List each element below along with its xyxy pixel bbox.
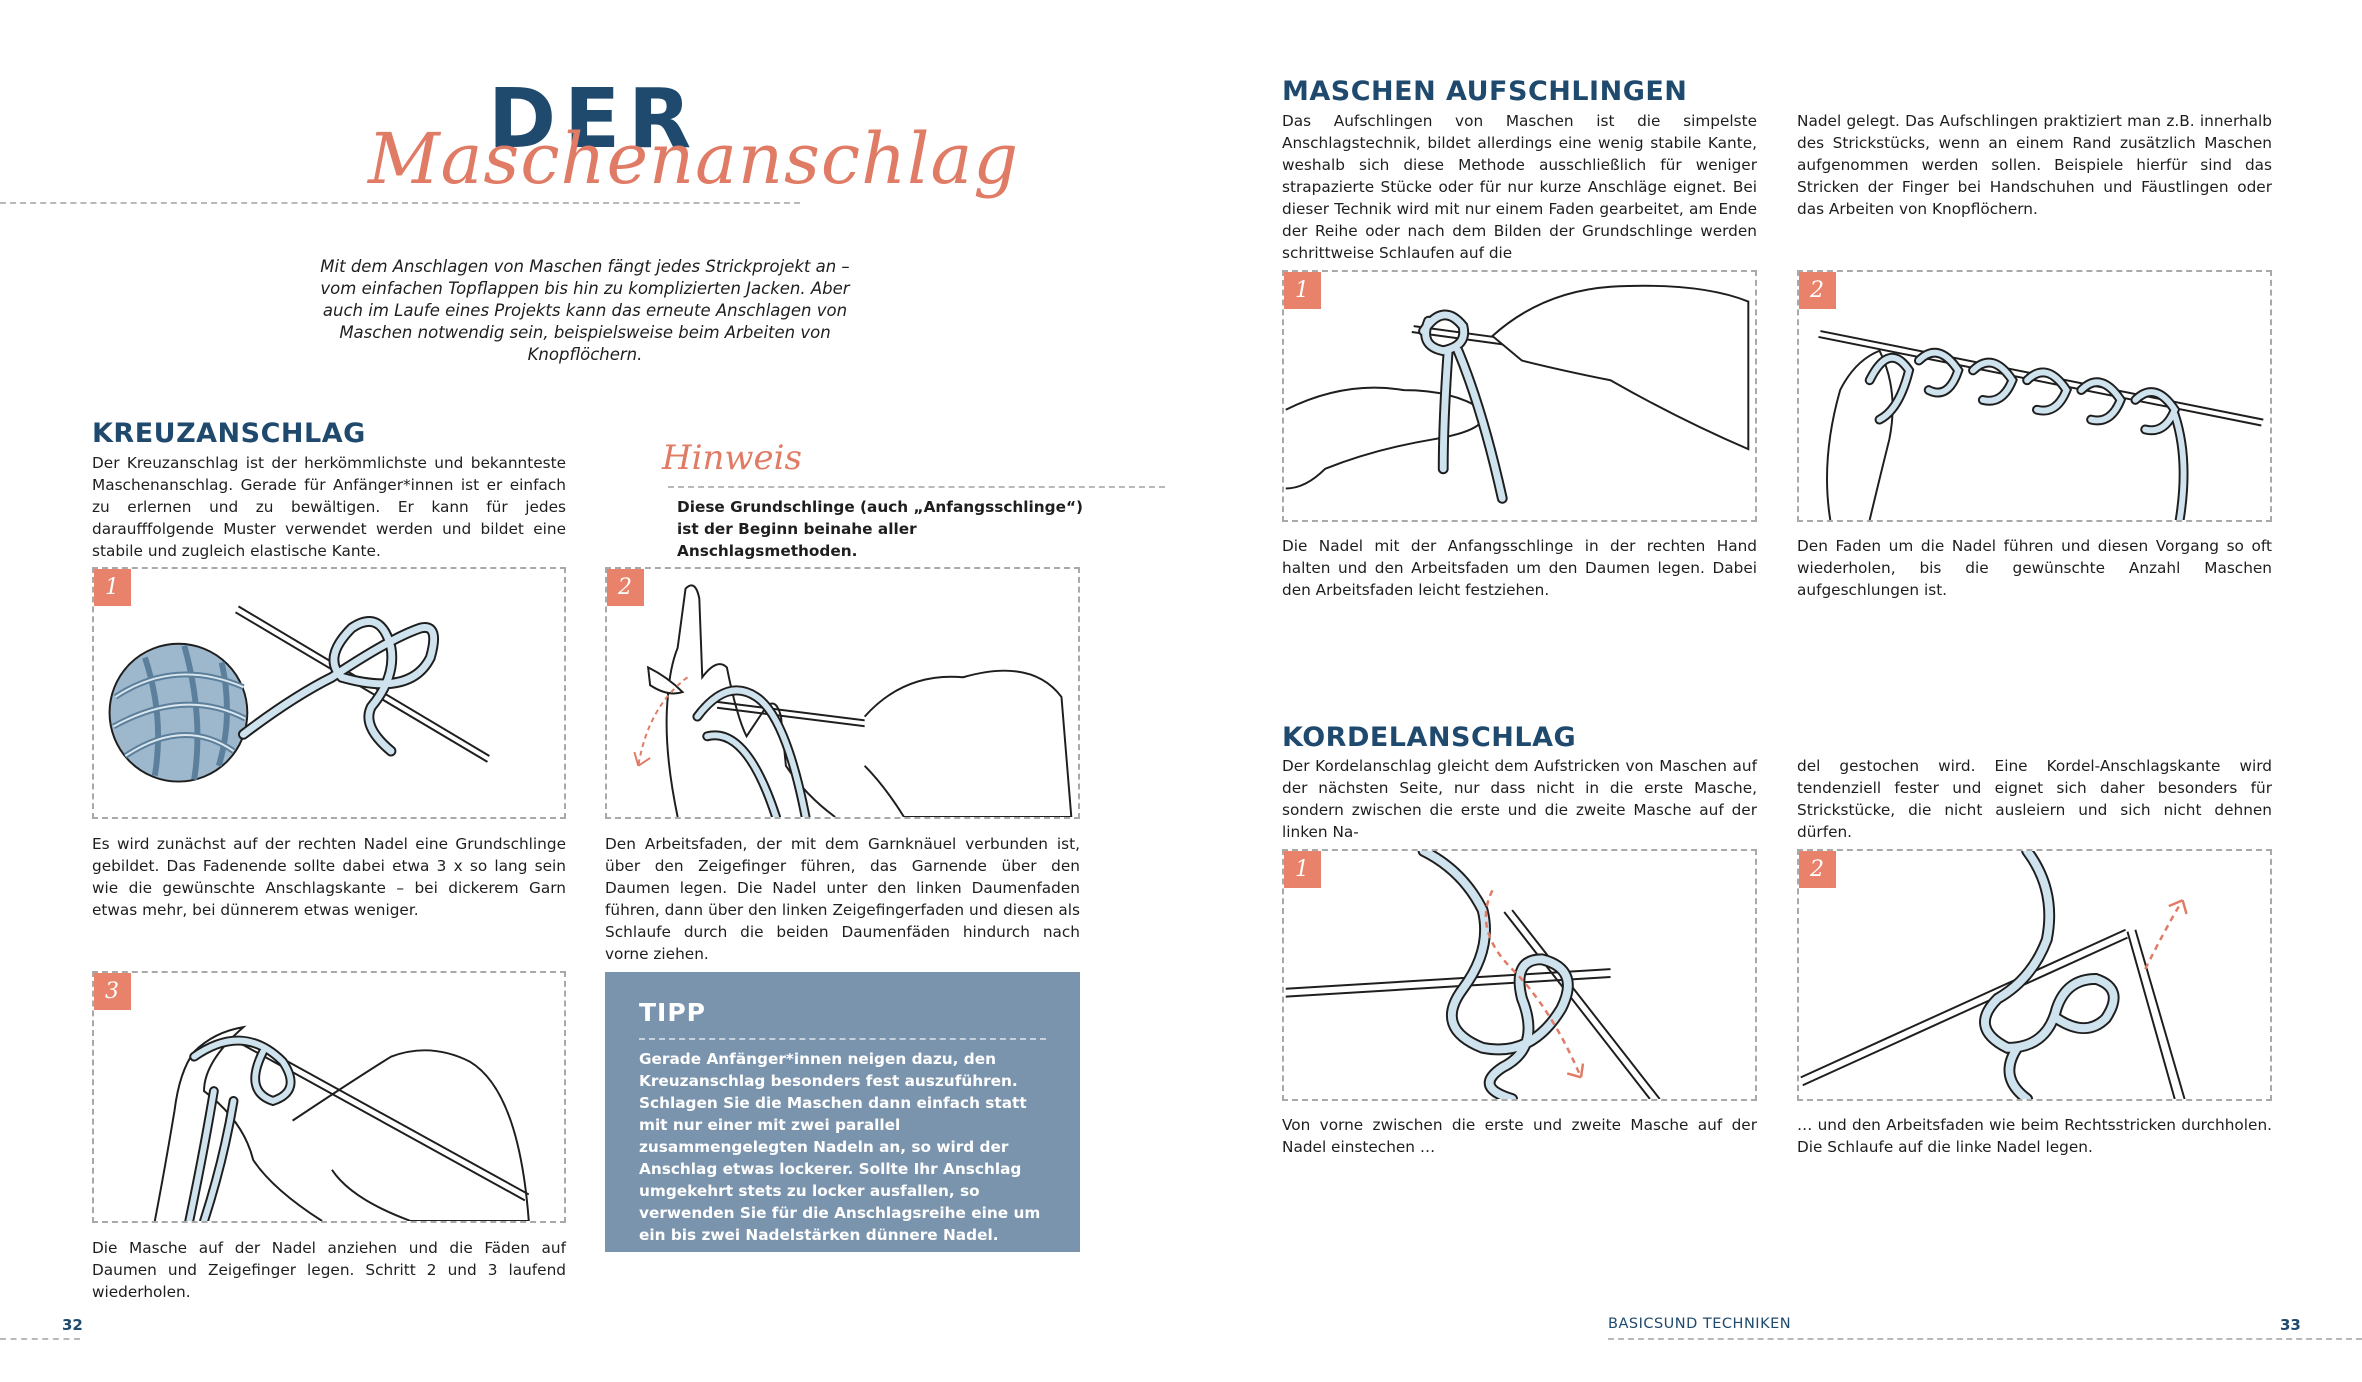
hands-stitch-illustration — [153, 1025, 530, 1221]
page-number-left: 32 — [62, 1316, 83, 1334]
aufschlingen-text-col1: Das Aufschlingen von Maschen ist die sim… — [1282, 112, 1757, 262]
tipp-title: TIPP — [639, 998, 707, 1027]
kreuzanschlag-heading: KREUZANSCHLAG — [92, 418, 366, 449]
step-number-badge: 2 — [1799, 851, 1836, 888]
figure-aufschlingen-step-1: 1 — [1282, 270, 1757, 522]
kordel-pullthrough-illustration — [1800, 851, 2188, 1099]
kreuzanschlag-text: Der Kreuzanschlag ist der herkömmlichste… — [92, 454, 566, 560]
step-number-badge: 3 — [94, 973, 131, 1010]
figure-aufschlingen-step-2: 2 — [1797, 270, 2272, 522]
caption-kreuz-step-1: Es wird zunächst auf der rechten Nadel e… — [92, 835, 566, 919]
kordelanschlag-text-col1: Der Kordelanschlag gleicht dem Aufstrick… — [1282, 757, 1757, 841]
kordel-insert-illustration — [1285, 851, 1661, 1099]
aufschlingen-heading: MASCHEN AUFSCHLINGEN — [1282, 76, 1688, 107]
title-divider — [0, 202, 800, 204]
figure-kreuz-step-2: 2 — [605, 567, 1080, 819]
caption-kreuz-step-2: Den Arbeitsfaden, der mit dem Garnknäuel… — [605, 835, 1080, 963]
tipp-box: TIPP Gerade Anfänger*innen neigen dazu, … — [605, 972, 1080, 1252]
figure-kreuz-step-1: 1 — [92, 567, 566, 819]
caption-kordel-step-2: … und den Arbeitsfaden wie beim Rechtsst… — [1797, 1116, 2272, 1156]
kordelanschlag-heading: KORDELANSCHLAG — [1282, 722, 1577, 753]
aufschlingen-text-col2: Nadel gelegt. Das Aufschlingen praktizie… — [1797, 112, 2272, 218]
caption-aufschlingen-step-1: Die Nadel mit der Anfangsschlinge in der… — [1282, 537, 1757, 599]
tipp-text: Gerade Anfänger*innen neigen dazu, den K… — [639, 1050, 1041, 1244]
step-number-badge: 2 — [1799, 272, 1836, 309]
caption-kreuz-step-3: Die Masche auf der Nadel anziehen und di… — [92, 1239, 566, 1301]
page-title-main: DER — [488, 72, 700, 167]
page-title-script: Maschenanschlag — [368, 118, 1020, 200]
caption-kordel-step-1: Von vorne zwischen die erste und zweite … — [1282, 1116, 1757, 1156]
step-number-badge: 2 — [607, 569, 644, 606]
hands-needle-illustration — [633, 584, 1073, 817]
footer-divider-left — [0, 1338, 80, 1340]
figure-kreuz-step-3: 3 — [92, 971, 566, 1223]
loops-on-needle-illustration — [1818, 330, 2264, 520]
hinweis-label: Hinweis — [662, 438, 802, 478]
figure-kordel-step-2: 2 — [1797, 849, 2272, 1101]
page-number-right: 33 — [2280, 1316, 2301, 1334]
footer-divider-right — [1608, 1338, 2362, 1340]
kordelanschlag-text-col2: del gestochen wird. Eine Kordel-Anschlag… — [1797, 757, 2272, 841]
caption-aufschlingen-step-2: Den Faden um die Nadel führen und diesen… — [1797, 537, 2272, 599]
step-number-badge: 1 — [1284, 272, 1321, 309]
hinweis-text: Diese Grundschlinge (auch „Anfangsschlin… — [677, 498, 1084, 560]
thumb-loop-illustration — [1285, 284, 1750, 504]
tipp-divider — [639, 1038, 1046, 1040]
figure-kordel-step-1: 1 — [1282, 849, 1757, 1101]
step-number-badge: 1 — [94, 569, 131, 606]
intro-text: Mit dem Anschlagen von Maschen fängt jed… — [320, 257, 850, 364]
hinweis-divider — [668, 486, 1165, 488]
yarn-ball-illustration — [108, 605, 490, 783]
step-number-badge: 1 — [1284, 851, 1321, 888]
running-head: BASICSUND TECHNIKEN — [1608, 1316, 1792, 1332]
